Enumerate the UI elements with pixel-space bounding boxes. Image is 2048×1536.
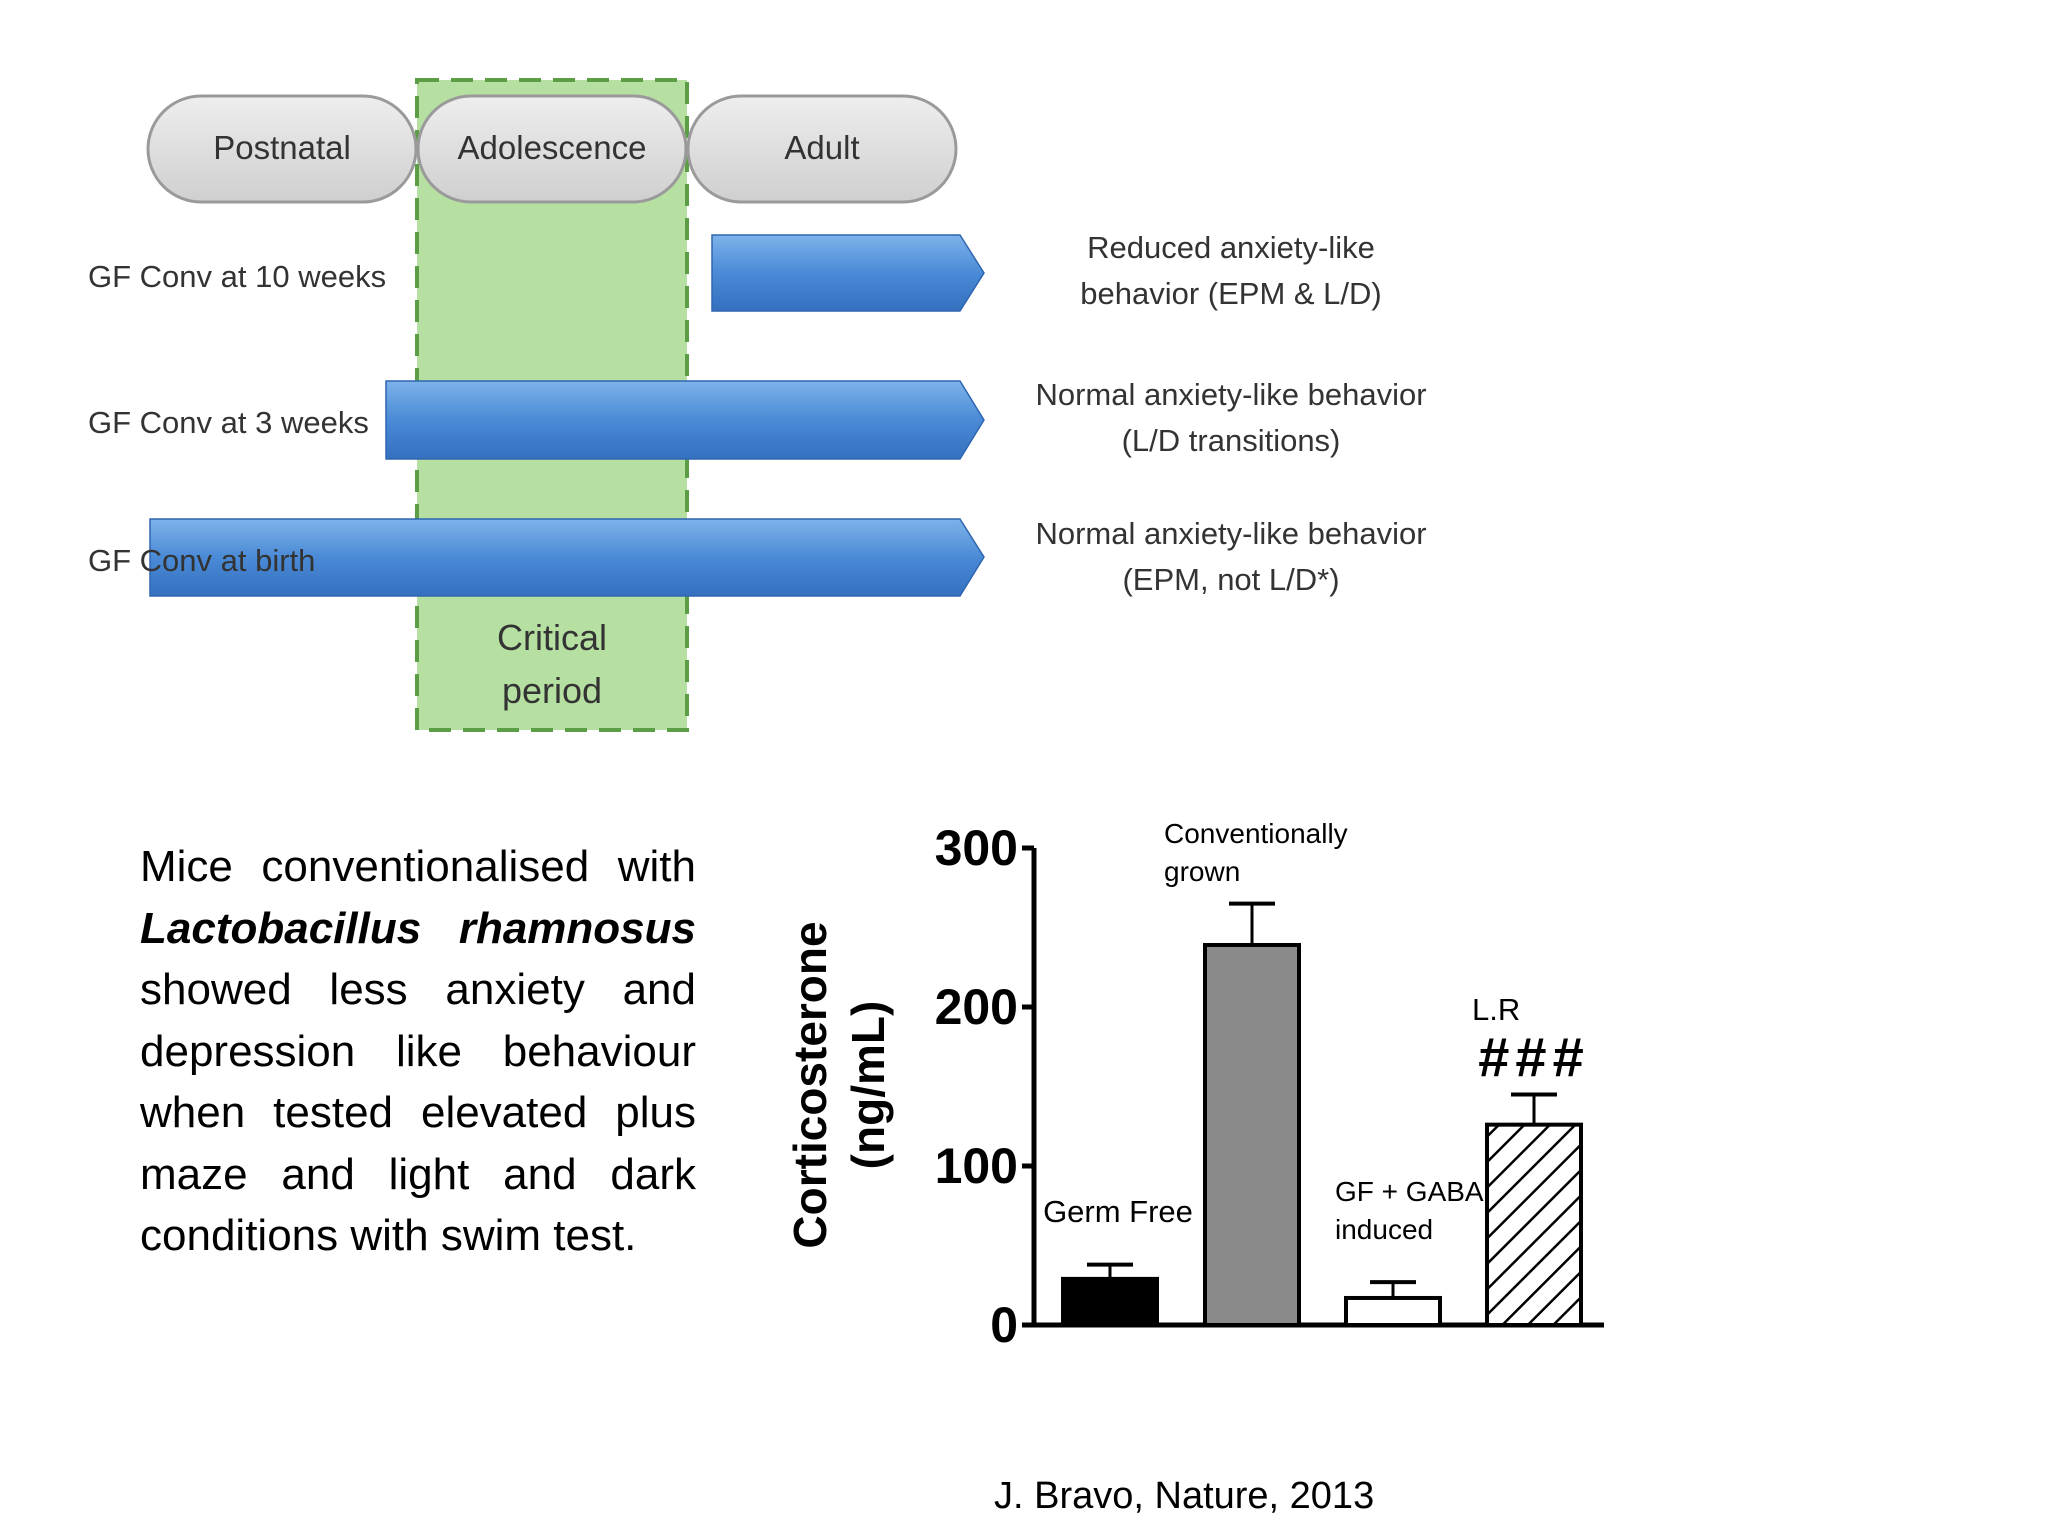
- bar-label-1-line-1: Germ Free: [1043, 1194, 1193, 1229]
- arrow-3-weeks: [385, 380, 985, 460]
- summary-text: Mice conventionalised with Lactobacillus…: [140, 836, 696, 1267]
- summary-text-part2: showed less anxiety and depression like …: [140, 965, 696, 1260]
- bar-1: [1061, 1276, 1159, 1328]
- outcome-10-weeks-line2: behavior (EPM & L/D): [1080, 276, 1382, 311]
- phase-label-adult: Adult: [784, 129, 859, 166]
- bar-label-3-line-1: GF + GABA: [1335, 1176, 1484, 1207]
- y-axis-label-line-2: (ng/mL): [842, 1001, 894, 1170]
- phase-label-adolescence: Adolescence: [458, 129, 647, 166]
- phase-adolescence: [416, 94, 688, 204]
- y-tick-label-100: 100: [935, 1138, 1018, 1194]
- y-axis-label: Corticosterone(ng/mL): [784, 921, 894, 1248]
- y-tick-label-200: 200: [935, 979, 1018, 1035]
- species-name: Lactobacillus rhamnosus: [140, 903, 696, 953]
- significance-marker: ###: [1478, 1025, 1589, 1088]
- phase-adult: [686, 94, 958, 204]
- outcome-3-weeks-line2: (L/D transitions): [1122, 423, 1341, 458]
- citation: J. Bravo, Nature, 2013: [994, 1475, 1375, 1517]
- y-axis-label-line-1: Corticosterone: [784, 921, 836, 1248]
- outcome-birth-line2: (EPM, not L/D*): [1122, 562, 1339, 597]
- phase-label-postnatal: Postnatal: [213, 129, 351, 166]
- y-tick-label-300: 300: [935, 820, 1018, 876]
- row-label-3-weeks: GF Conv at 3 weeks: [88, 405, 369, 440]
- outcome-10-weeks-line1: Reduced anxiety-like: [1087, 230, 1375, 265]
- bar-label-2-line-2: grown: [1164, 856, 1240, 887]
- outcome-birth-line1: Normal anxiety-like behavior: [1035, 516, 1426, 551]
- outcome-3-weeks-line1: Normal anxiety-like behavior: [1035, 377, 1426, 412]
- y-tick-label-0: 0: [990, 1297, 1018, 1353]
- row-label-10-weeks: GF Conv at 10 weeks: [88, 259, 386, 294]
- bar-label-4-line-1: L.R: [1472, 992, 1520, 1027]
- summary-text-part1: Mice conventionalised with: [140, 842, 696, 891]
- critical-period-label-line1: Critical: [497, 617, 607, 658]
- bar-3: [1344, 1295, 1442, 1327]
- arrow-10-weeks: [711, 234, 985, 312]
- phase-postnatal: [146, 94, 418, 204]
- row-label-birth: GF Conv at birth: [88, 543, 315, 578]
- bar-2: [1203, 942, 1301, 1327]
- bar-label-3-line-2: induced: [1335, 1214, 1433, 1245]
- bar-label-2-line-1: Conventionally: [1164, 818, 1348, 849]
- critical-period-label-line2: period: [502, 670, 602, 711]
- bar-4: [1485, 1122, 1583, 1328]
- arrow-birth: [149, 518, 985, 597]
